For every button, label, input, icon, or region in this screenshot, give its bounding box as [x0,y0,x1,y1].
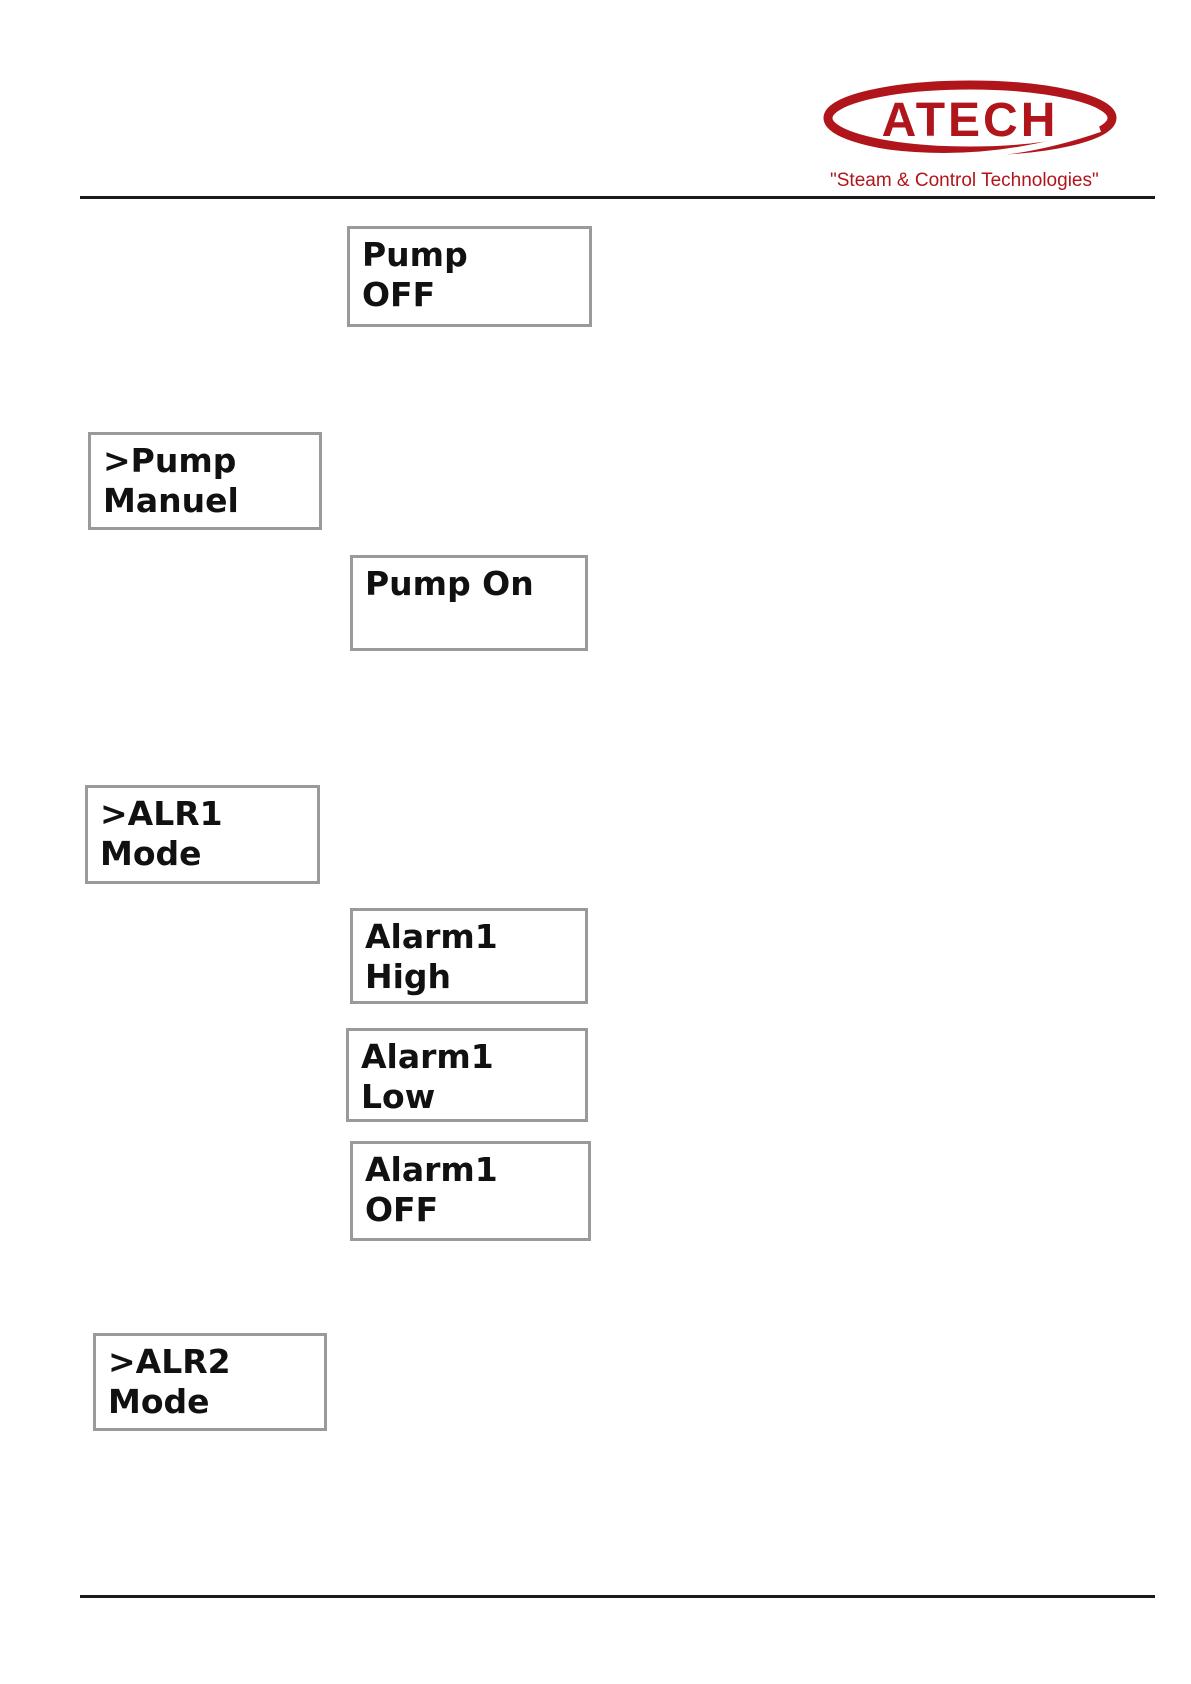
lcd-screen-alarm1-low: Alarm1 Low [346,1028,588,1122]
lcd-line-2: OFF [362,275,577,315]
header-divider [80,196,1155,199]
lcd-line-1: Pump [362,235,577,275]
logo-tagline: "Steam & Control Technologies" [830,170,1120,192]
lcd-screen-alr1-mode: >ALR1 Mode [85,785,320,884]
lcd-screen-pump-off: Pump OFF [347,226,592,327]
lcd-screen-alarm1-off: Alarm1 OFF [350,1141,591,1241]
lcd-line-2: Low [361,1077,573,1117]
lcd-line-1: >ALR2 [108,1342,312,1382]
lcd-line-2: OFF [365,1190,576,1230]
lcd-screen-pump-manuel: >Pump Manuel [88,432,322,530]
lcd-line-2: Manuel [103,481,307,521]
lcd-line-1: Pump On [365,564,573,604]
lcd-line-1: Alarm1 [365,917,573,957]
lcd-line-2: Mode [108,1382,312,1422]
lcd-line-1: Alarm1 [365,1150,576,1190]
lcd-line-1: >Pump [103,441,307,481]
logo-wordmark: ATECH [882,94,1059,147]
lcd-line-2: High [365,957,573,997]
lcd-screen-alarm1-high: Alarm1 High [350,908,588,1004]
atech-logo-mark: ATECH [820,74,1120,164]
lcd-screen-pump-on: Pump On [350,555,588,651]
lcd-line-2: Mode [100,834,305,874]
lcd-line-1: >ALR1 [100,794,305,834]
lcd-line-1: Alarm1 [361,1037,573,1077]
footer-divider [80,1595,1155,1598]
lcd-screen-alr2-mode: >ALR2 Mode [93,1333,327,1431]
company-logo: ATECH "Steam & Control Technologies" [820,74,1120,204]
